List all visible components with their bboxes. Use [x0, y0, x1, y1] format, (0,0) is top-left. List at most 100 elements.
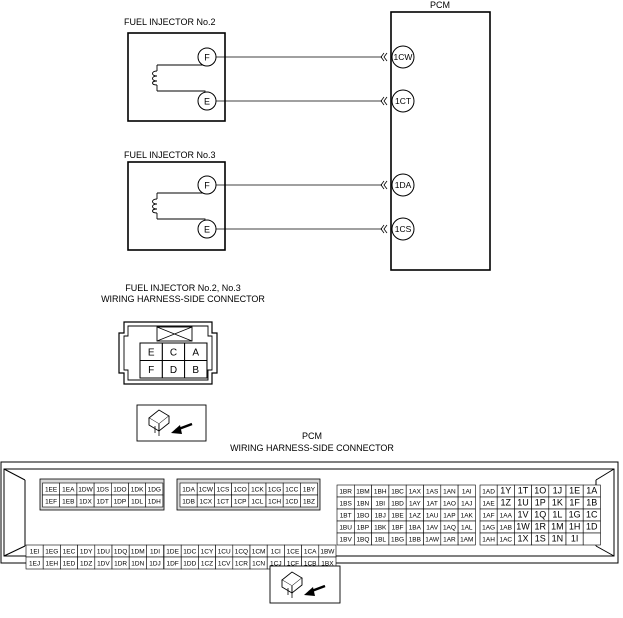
- pcm-pin-label: 1BR: [339, 489, 352, 496]
- connector-cell-label: C: [170, 347, 177, 358]
- pcm-pin-label: 1CG: [268, 487, 281, 494]
- pcm-pin-label: 1CK: [251, 487, 264, 494]
- pcm-pin-label: 1DU: [97, 549, 110, 556]
- injector-no3-box: [127, 161, 226, 251]
- pcm-pin-label: 1AT: [426, 501, 437, 508]
- coil-icon: [156, 57, 206, 100]
- pcm-pin-label: 1AV: [426, 525, 438, 532]
- pcm-pin-label: 1BK: [374, 525, 387, 532]
- pcm-pin-label: 1AN: [443, 489, 456, 496]
- pcm-pin-cell: [457, 532, 476, 546]
- terminal-e-label: E: [204, 225, 210, 235]
- view-direction-icon: [269, 565, 341, 604]
- pcm-pin-label: 1DG: [148, 487, 161, 494]
- pcm-pin-label: 1BQ: [356, 537, 369, 544]
- pcm-pin-label: 1BD: [391, 501, 404, 508]
- pcm-pin-label: 1DR: [114, 561, 127, 568]
- pcm-pin-label: 1EF: [45, 499, 57, 506]
- pcm-pin-label: 1CT: [217, 499, 229, 506]
- pcm-pin-label: 1DZ: [80, 561, 92, 568]
- pcm-pin-label: 1AD: [482, 489, 495, 496]
- pcm-pin-label: 1AY: [409, 501, 421, 508]
- pcm-pin-label: 1AA: [500, 513, 513, 520]
- pcm-pin-label: 1CU: [218, 549, 231, 556]
- pcm-pin-label: 1DN: [131, 561, 144, 568]
- pcm-pin-label: 1AM: [460, 537, 473, 544]
- pcm-pin-label: 1DM: [131, 549, 145, 556]
- pcm-pin-label: 1R: [534, 522, 546, 532]
- pcm-pin-label: 1DC: [183, 549, 196, 556]
- pcm-pin-label: 1BW: [320, 549, 335, 556]
- pcm-pin-label: 1CF: [287, 561, 299, 568]
- pcm-pin-label: 1DV: [97, 561, 110, 568]
- pin-label-1cw: 1CW: [394, 52, 413, 62]
- pcm-pin-label: 1DE: [166, 549, 179, 556]
- pcm-pin-label: 1CD: [285, 499, 298, 506]
- pcm-pin-label: 1DI: [150, 549, 160, 556]
- pcm-pin-label: 1CV: [218, 561, 231, 568]
- pcm-pin-label: 1BJ: [375, 513, 386, 520]
- pcm-pin-label: 1BV: [340, 537, 353, 544]
- injector-no2-title: FUEL INJECTOR No.2: [124, 17, 216, 27]
- pcm-pin-label: 1DJ: [149, 561, 161, 568]
- pcm-connector-title-2: WIRING HARNESS-SIDE CONNECTOR: [230, 443, 394, 453]
- pcm-box: [390, 11, 491, 271]
- pcm-pin-label: 1BY: [303, 487, 316, 494]
- pcm-pin-cell: [146, 556, 164, 570]
- pcm-pin-label: 1BH: [374, 489, 387, 496]
- pin-circle: [391, 173, 415, 197]
- pcm-pin-label: 1BZ: [303, 499, 315, 506]
- pcm-pin-label: 1CN: [252, 561, 265, 568]
- pcm-pin-label: 1EJ: [29, 561, 40, 568]
- pcm-pin-label: 1CR: [235, 561, 248, 568]
- pcm-pin-label: 1I: [571, 534, 579, 544]
- pin-label-1da: 1DA: [395, 180, 412, 190]
- pcm-pin-label: 1BN: [357, 501, 370, 508]
- pcm-pin-label: 1EH: [45, 561, 58, 568]
- pcm-pin-label: 1BG: [391, 537, 404, 544]
- pcm-pin-label: 1AI: [462, 489, 472, 496]
- pcm-pin-label: 1AE: [482, 501, 495, 508]
- pcm-pin-label: 1L: [552, 510, 562, 520]
- pcm-pin-label: 1DL: [131, 499, 143, 506]
- pcm-pin-label: 1CI: [271, 549, 281, 556]
- pcm-pin-label: 1AR: [443, 537, 456, 544]
- pcm-pin-label: 1A: [586, 486, 597, 496]
- pcm-pin-label: 1BT: [340, 513, 352, 520]
- pcm-pin-label: 1EG: [45, 549, 58, 556]
- pcm-pin-label: 1CM: [252, 549, 266, 556]
- pcm-connector-title-1: PCM: [302, 431, 322, 441]
- pcm-pin-label: 1EI: [30, 549, 40, 556]
- pcm-pin-label: 1D: [586, 522, 598, 532]
- pcm-pin-label: 1DS: [96, 487, 109, 494]
- pcm-pin-label: 1DD: [183, 561, 196, 568]
- pcm-pin-label: 1DF: [166, 561, 178, 568]
- connector-cell-label: F: [148, 365, 154, 376]
- pcm-pin-label: 1O: [534, 486, 546, 496]
- pcm-pin-label: 1DT: [97, 499, 109, 506]
- connector-outline: [118, 321, 218, 385]
- pcm-pin-label: 1E: [569, 486, 580, 496]
- pcm-pin-label: 1CS: [217, 487, 230, 494]
- pcm-pin-label: 1EA: [62, 487, 75, 494]
- connector-cell-label: A: [192, 347, 199, 358]
- pin-circle: [391, 217, 415, 241]
- locking-tab: [156, 326, 193, 342]
- pcm-pin-label: 1T: [518, 486, 529, 496]
- pcm-pin-label: 1AS: [426, 489, 439, 496]
- pcm-pin-label: 1DY: [80, 549, 93, 556]
- connector-inner-outline: [123, 325, 213, 381]
- pcm-pin-label: 1CX: [199, 499, 212, 506]
- pcm-pin-label: 1CA: [304, 549, 317, 556]
- terminal-f-label: F: [204, 53, 210, 63]
- pcm-pin-label: 1G: [569, 510, 581, 520]
- pin-label-1cs: 1CS: [395, 224, 412, 234]
- coil-winding: [152, 198, 158, 214]
- pcm-pin-label: 1P: [535, 498, 546, 508]
- injector-no3-title: FUEL INJECTOR No.3: [124, 150, 216, 160]
- pcm-pin-label: 1BX: [321, 561, 334, 568]
- pcm-pin-label: 1CE: [287, 549, 300, 556]
